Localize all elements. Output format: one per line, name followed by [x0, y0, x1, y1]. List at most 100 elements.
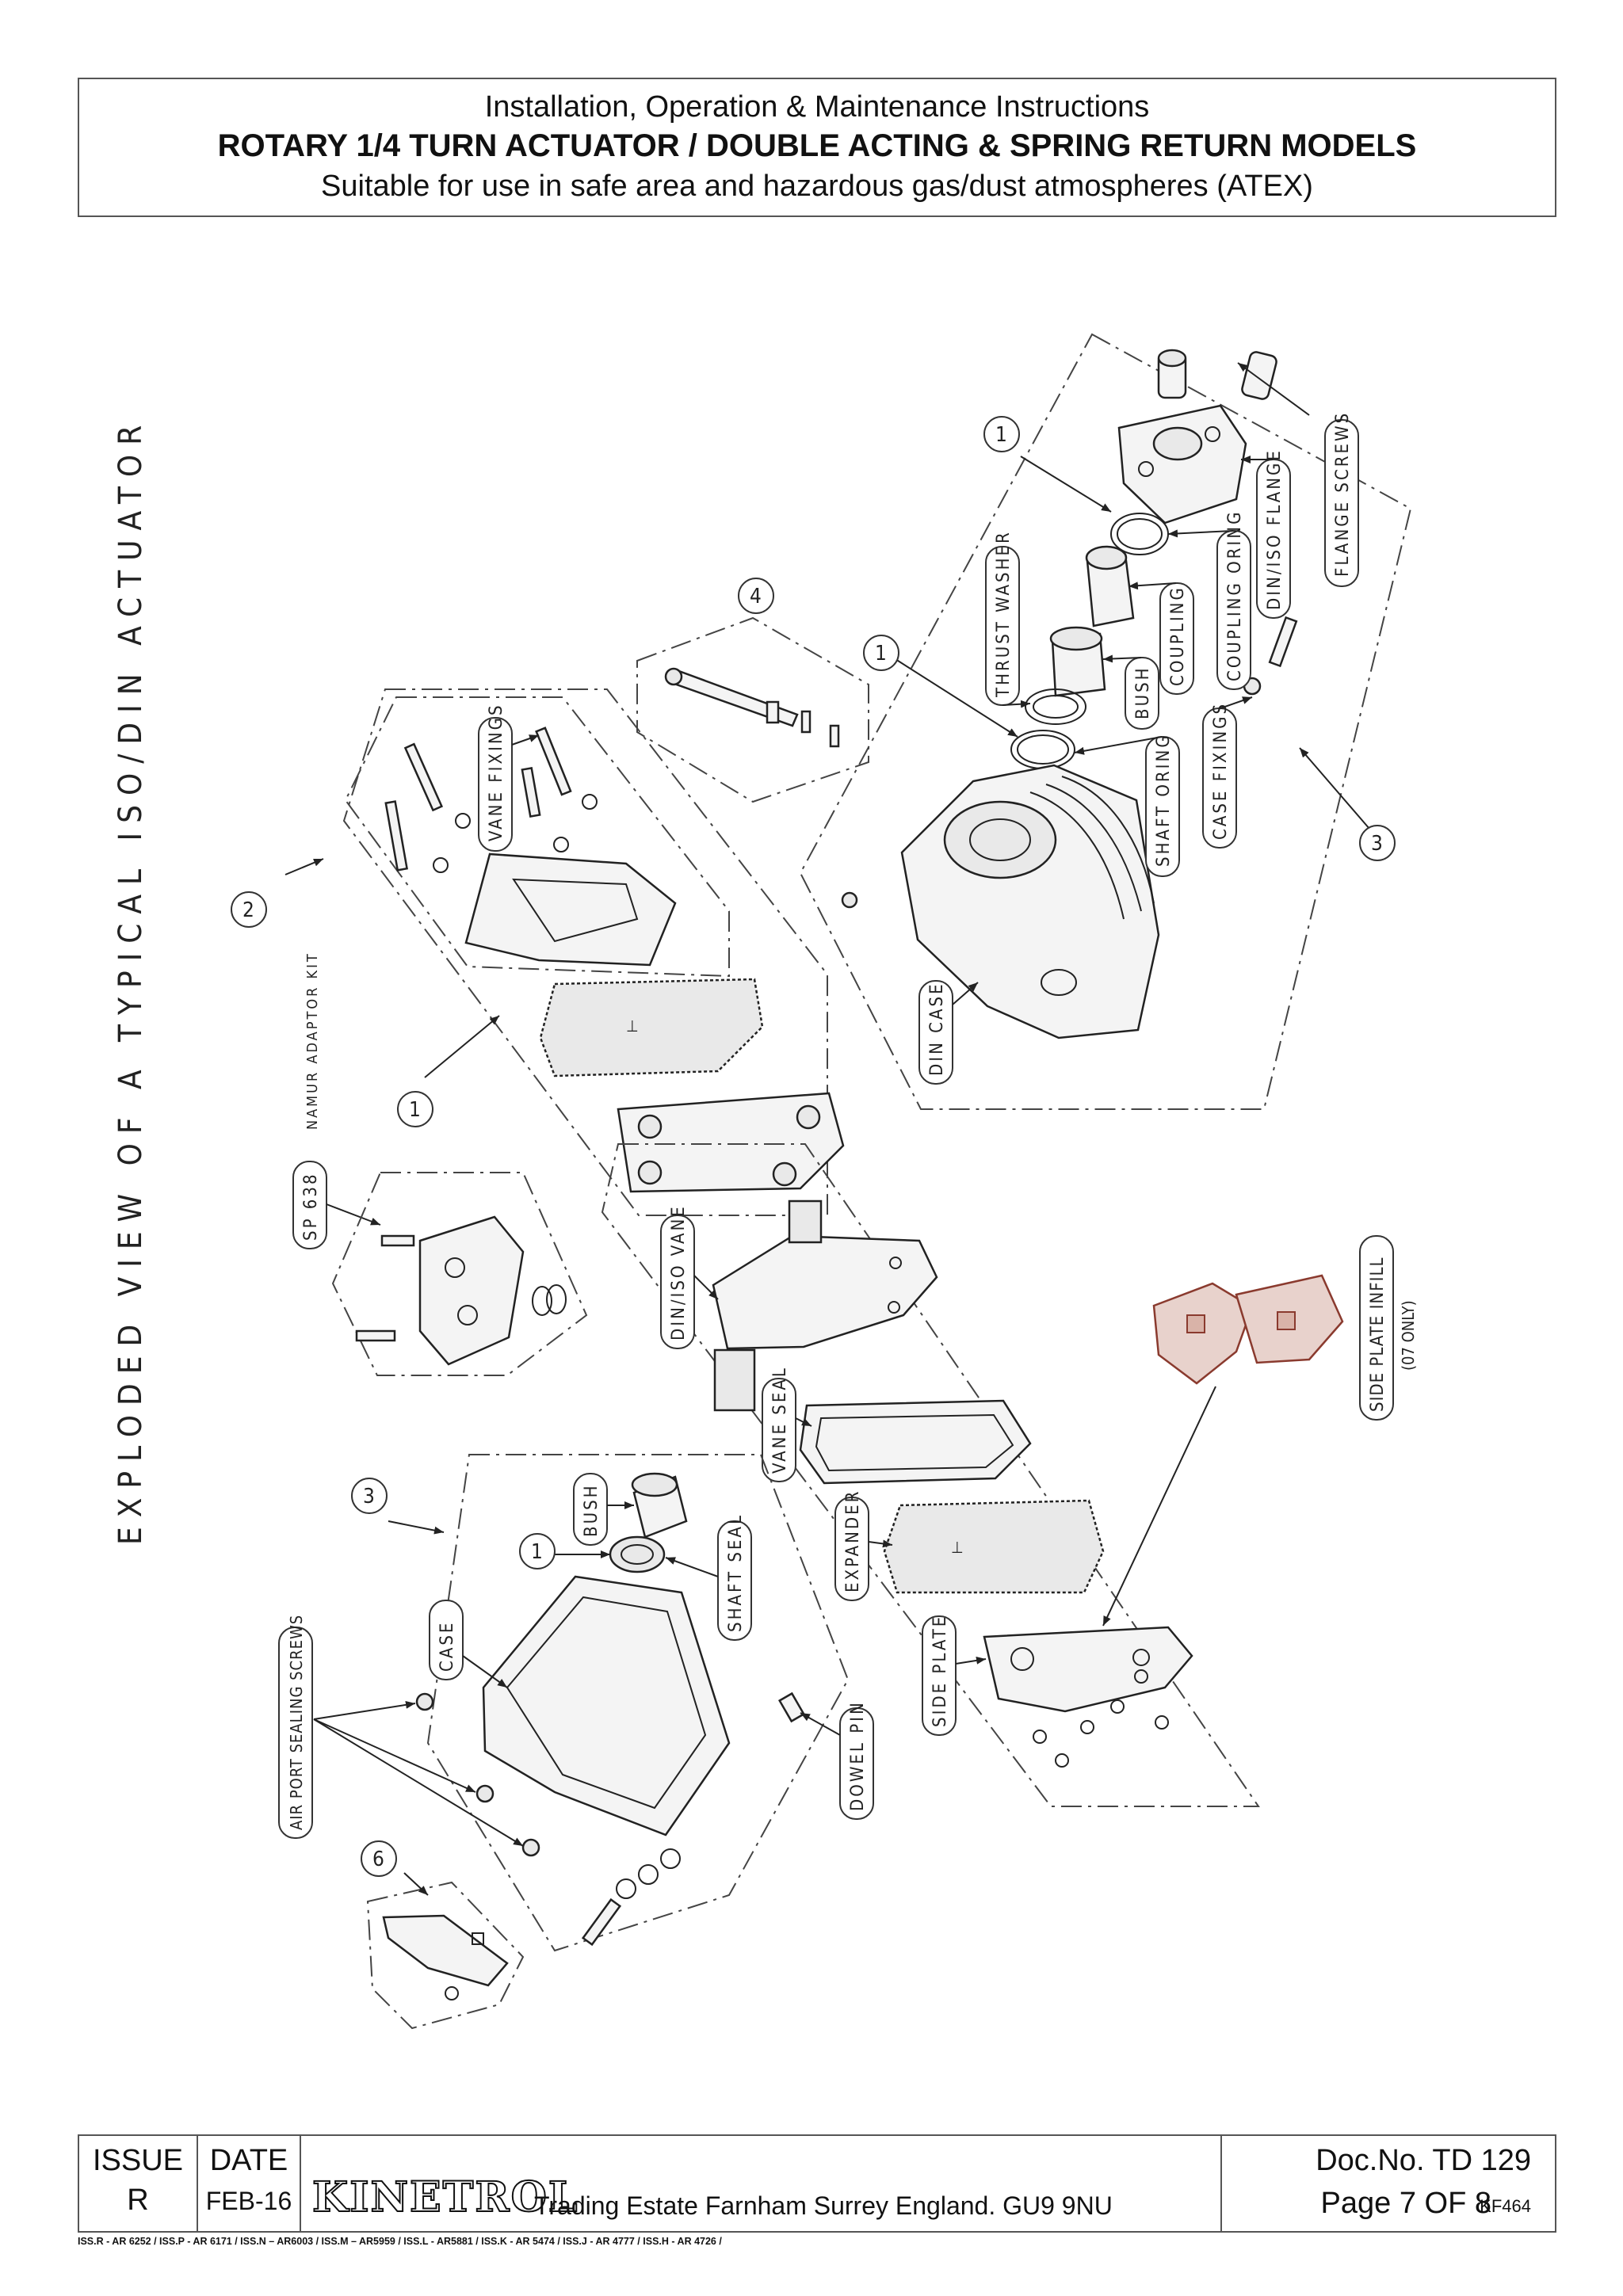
group-pin-outline — [636, 616, 869, 803]
label-infill-note: (07 ONLY) — [1399, 1300, 1418, 1371]
din-iso-flange — [1117, 404, 1247, 524]
svg-text:CASE: CASE — [437, 1621, 457, 1672]
svg-text:SIDE PLATE INFILL: SIDE PLATE INFILL — [1368, 1257, 1388, 1413]
label-expander: EXPANDER — [834, 1489, 869, 1601]
header-suitability: Suitable for use in safe area and hazard… — [321, 170, 1313, 203]
callout-4: 4 — [738, 578, 774, 614]
dowel-pin — [777, 1691, 806, 1723]
flange-screw — [1157, 349, 1277, 400]
key — [766, 700, 780, 724]
group-vane-outline — [601, 1143, 1260, 1807]
label-din-case: DIN CASE — [918, 980, 953, 1085]
svg-text:3: 3 — [363, 1485, 375, 1508]
svg-text:SIDE PLATE: SIDE PLATE — [930, 1615, 950, 1727]
group-sp638-outline — [331, 1172, 588, 1376]
bush-top — [1049, 626, 1106, 697]
svg-text:COUPLING: COUPLING — [1168, 585, 1188, 686]
group-6-outline — [366, 1881, 525, 2030]
case-screw-washers — [581, 1848, 681, 1947]
label-din-iso-flange: DIN/ISO FLANGE — [1256, 448, 1291, 619]
label-dowel-pin: DOWEL PIN — [839, 1700, 874, 1820]
svg-text:BUSH: BUSH — [582, 1483, 601, 1537]
svg-text:FLANGE SCREWS: FLANGE SCREWS — [1333, 411, 1353, 577]
svg-text:BUSH: BUSH — [1133, 666, 1153, 719]
callout-2: 2 — [231, 891, 267, 928]
svg-text:⊥: ⊥ — [951, 1538, 964, 1557]
footer-issue-cell: ISSUE R — [79, 2136, 198, 2231]
kinetrol-logo: KINETROL — [311, 2173, 579, 2222]
svg-text:THRUST WASHER: THRUST WASHER — [994, 530, 1014, 698]
din-case — [841, 764, 1160, 1039]
namur-seal: ⊥ — [539, 978, 764, 1077]
label-air-port-screws: AIR PORT SEALING SCREWS — [278, 1615, 313, 1839]
svg-text:6: 6 — [372, 1848, 384, 1871]
kf-code: KF464 — [1480, 2196, 1531, 2216]
bush-bottom — [631, 1472, 688, 1539]
tool-bracket — [382, 1914, 509, 2000]
footer-doc-cell: Doc.No. TD 129 Page 7 OF 8 KF464 — [1222, 2136, 1555, 2231]
label-vane-fixings: VANE FIXINGS — [478, 703, 513, 852]
label-case-fixings: CASE FIXINGS — [1202, 702, 1237, 849]
svg-text:3: 3 — [1371, 832, 1383, 856]
svg-text:4: 4 — [750, 585, 762, 608]
svg-text:DIN/ISO FLANGE: DIN/ISO FLANGE — [1265, 448, 1285, 610]
label-side-plate: SIDE PLATE — [922, 1615, 957, 1736]
footer-box: ISSUE R DATE FEB-16 KINETROL Trading Est… — [78, 2134, 1556, 2233]
svg-text:VANE SEAL: VANE SEAL — [770, 1366, 790, 1474]
doc-number: Doc.No. TD 129 — [1316, 2144, 1531, 2177]
svg-text:⊥: ⊥ — [626, 1016, 639, 1035]
svg-text:DOWEL PIN: DOWEL PIN — [848, 1700, 868, 1811]
label-din-iso-vane: DIN/ISO VANE — [660, 1204, 695, 1349]
diagram-title: EXPLODED VIEW OF A TYPICAL ISO/DIN ACTUA… — [113, 416, 149, 1545]
label-vane-seal: VANE SEAL — [762, 1366, 796, 1482]
group-namur-outline — [342, 688, 828, 1216]
svg-text:1: 1 — [875, 642, 887, 666]
label-shaft-seal: SHAFT SEAL — [717, 1513, 752, 1641]
svg-text:SHAFT SEAL: SHAFT SEAL — [726, 1513, 746, 1632]
svg-text:SHAFT ORING: SHAFT ORING — [1154, 733, 1174, 867]
label-sp638: SP 638 — [292, 1161, 327, 1249]
shaft-seal — [609, 1535, 666, 1573]
shaft-pin — [664, 667, 799, 727]
coupling — [1085, 545, 1135, 627]
issue-value: R — [127, 2183, 149, 2217]
label-flange-screws: FLANGE SCREWS — [1324, 411, 1359, 587]
header-box: Installation, Operation & Maintenance In… — [78, 78, 1556, 217]
side-plate — [983, 1626, 1193, 1768]
callout-1c: 1 — [397, 1091, 433, 1127]
svg-text:DIN/ISO VANE: DIN/ISO VANE — [669, 1204, 689, 1341]
company-address: Trading Estate Farnham Surrey England. G… — [534, 2191, 1113, 2220]
vane-fixing-screws — [384, 727, 598, 873]
case-fixing-screw — [1243, 616, 1298, 696]
svg-text:1: 1 — [531, 1540, 543, 1564]
namur-bracket — [464, 852, 677, 967]
callout-1a: 1 — [983, 416, 1020, 452]
svg-text:EXPANDER: EXPANDER — [843, 1489, 863, 1592]
label-coupling-oring: COUPLING ORING — [1216, 510, 1251, 690]
label-case: CASE — [429, 1600, 464, 1680]
page-number: Page 7 OF 8 — [1320, 2187, 1491, 2220]
group-vane-fixings-outline — [344, 696, 730, 978]
group-case-outline — [426, 1454, 850, 1952]
shaft-oring — [1010, 730, 1075, 769]
label-side-plate-infill: SIDE PLATE INFILL — [1359, 1235, 1394, 1421]
sp638-block — [355, 1215, 567, 1366]
svg-text:AIR PORT SEALING SCREWS: AIR PORT SEALING SCREWS — [287, 1615, 306, 1830]
callout-3a: 3 — [1359, 825, 1396, 861]
label-bush-bottom: BUSH — [573, 1473, 608, 1546]
expander: ⊥ — [883, 1499, 1105, 1594]
header-subtitle: Installation, Operation & Maintenance In… — [484, 90, 1150, 124]
case-body — [415, 1575, 731, 1857]
din-iso-vane — [712, 1199, 938, 1412]
svg-text:COUPLING ORING: COUPLING ORING — [1225, 510, 1245, 681]
svg-text:CASE FIXINGS: CASE FIXINGS — [1211, 702, 1231, 840]
label-coupling: COUPLING — [1159, 582, 1194, 695]
footer-company-cell: KINETROL Trading Estate Farnham Surrey E… — [301, 2136, 1222, 2231]
label-namur-kit: NAMUR ADAPTOR KIT — [304, 952, 321, 1130]
svg-text:SP 638: SP 638 — [301, 1172, 321, 1241]
footer-date-cell: DATE FEB-16 — [198, 2136, 301, 2231]
svg-text:2: 2 — [242, 898, 254, 922]
callout-1b: 1 — [863, 635, 899, 671]
callout-1d: 1 — [519, 1533, 556, 1569]
